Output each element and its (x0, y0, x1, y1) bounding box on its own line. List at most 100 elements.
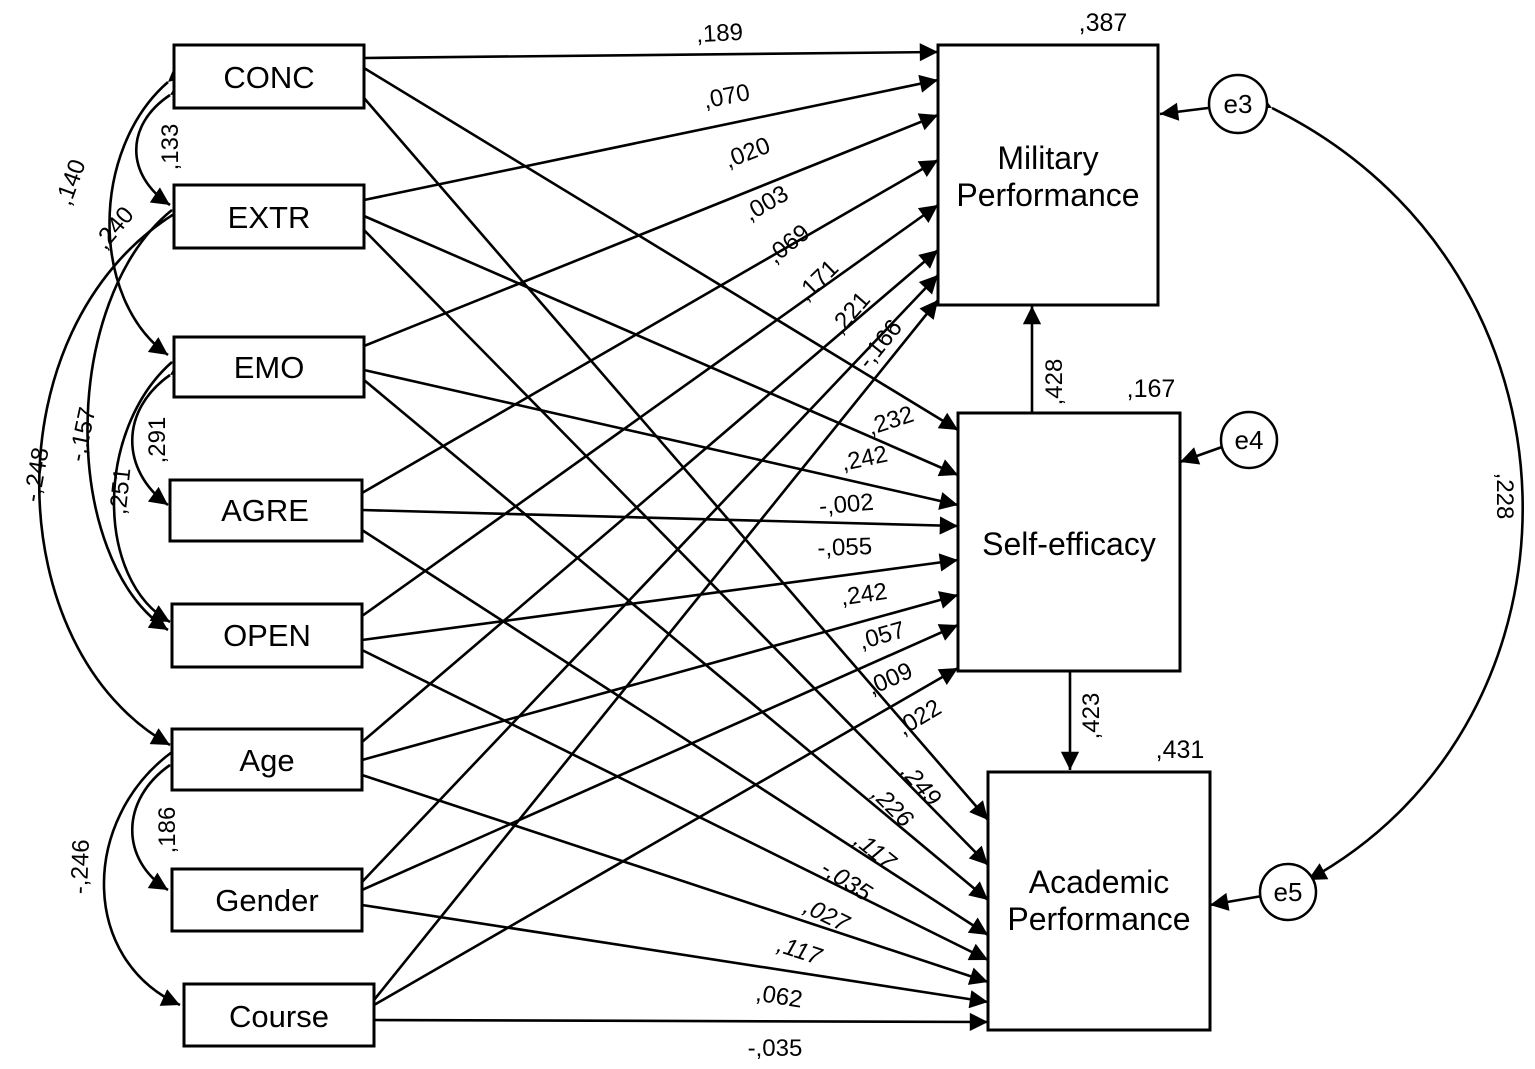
r2-military: ,387 (1079, 9, 1128, 37)
paths-to-academic (361, 97, 989, 1032)
coef-conc-se: ,232 (864, 401, 917, 441)
path-open-academic (361, 648, 989, 962)
path-extr-se (363, 214, 959, 477)
coef-open-se: ,242 (839, 578, 889, 611)
coef-emo-se: -,002 (818, 489, 875, 521)
path-e4-selfefficacy (1179, 445, 1223, 465)
node-military-label-2: Performance (956, 177, 1139, 213)
path-open-military (361, 203, 939, 618)
path-course-military (372, 299, 940, 1001)
coef-emo-academic: ,117 (849, 827, 902, 877)
corr-e3-e5-label: ,228 (1491, 473, 1518, 520)
node-open-label: OPEN (223, 618, 311, 653)
coef-open-academic: ,027 (799, 893, 854, 938)
path-course-se (373, 666, 959, 1007)
correlation-curves (37, 63, 1524, 1007)
coef-extr-se: ,242 (839, 441, 890, 477)
node-gender: Gender (170, 867, 364, 933)
node-age: Age (170, 727, 364, 792)
path-age-academic (361, 773, 989, 985)
path-gender-academic (361, 903, 989, 1009)
node-selfefficacy-label: Self-efficacy (982, 526, 1156, 562)
path-conc-se (363, 66, 959, 432)
corr-age-course-label: -,246 (66, 839, 95, 895)
corr-extr-age (37, 196, 195, 747)
node-course: Course (182, 982, 376, 1048)
coef-gender-academic: ,062 (754, 980, 804, 1014)
coef-agre-military: ,003 (739, 180, 793, 227)
path-agre-se (361, 508, 959, 535)
error-e5: e5 (1258, 862, 1318, 922)
coef-extr-military: ,070 (701, 79, 752, 114)
path-open-se (361, 553, 959, 642)
coef-se-military: ,428 (1041, 359, 1068, 406)
node-conc: CONC (172, 43, 366, 110)
r2-academic: ,431 (1156, 736, 1205, 764)
node-course-label: Course (229, 999, 329, 1034)
path-course-academic (373, 1012, 989, 1032)
node-extr-label: EXTR (228, 200, 311, 235)
corr-emo-agre-label: ,291 (144, 417, 171, 464)
coef-agre-se: -,055 (817, 533, 873, 562)
corr-conc-emo-label: ,140 (50, 156, 91, 209)
coef-emo-military: ,020 (721, 132, 774, 174)
paths-to-military (361, 43, 940, 1001)
corr-conc-extr-label: ,133 (157, 124, 184, 171)
path-agre-military (361, 158, 939, 495)
coef-gender-military: ,221 (825, 287, 876, 340)
node-selfefficacy: Self-efficacy (956, 411, 1182, 673)
corr-age-gender-label: ,186 (154, 807, 181, 854)
node-agre: AGRE (168, 478, 364, 543)
node-emo-label: EMO (234, 350, 305, 385)
path-e5-academic (1209, 892, 1263, 911)
coef-course-academic: -,035 (748, 1035, 803, 1062)
corr-extr-open (86, 191, 192, 632)
node-academic: Academic Performance (986, 770, 1212, 1032)
coef-conc-military: ,189 (696, 19, 744, 48)
corr-age-gender (130, 747, 191, 892)
path-e3-military (1159, 102, 1209, 121)
corr-extr-agre-label: -,157 (64, 405, 102, 464)
r2-selfefficacy: ,167 (1127, 375, 1176, 403)
corr-conc-emo (108, 63, 188, 357)
node-academic-label-2: Performance (1007, 901, 1190, 937)
node-age-label: Age (239, 743, 294, 778)
node-military: Military Performance (936, 43, 1160, 307)
corr-extr-age-label: -,248 (19, 445, 55, 504)
path-emo-military (363, 113, 939, 348)
error-e4-label: e4 (1235, 425, 1264, 455)
node-extr: EXTR (172, 183, 366, 250)
node-military-label-1: Military (997, 140, 1098, 176)
corr-emo-open (112, 343, 192, 624)
path-extr-academic (363, 229, 989, 866)
corr-emo-open-label: ,251 (105, 467, 137, 516)
node-academic-label-1: Academic (1029, 864, 1170, 900)
coefs-to-academic: ,249 ,226 ,117 -,035 ,027 ,117 ,062 -,03… (748, 759, 947, 1062)
node-emo: EMO (172, 335, 366, 399)
node-conc-label: CONC (223, 60, 314, 95)
error-e4: e4 (1219, 410, 1279, 470)
path-gender-military (361, 274, 939, 883)
path-emo-se (363, 368, 959, 510)
error-e5-label: e5 (1274, 877, 1303, 907)
node-open: OPEN (170, 602, 364, 669)
corr-age-course (102, 733, 193, 1007)
coef-age-military: ,171 (792, 255, 844, 307)
coef-se-academic: ,423 (1078, 693, 1105, 740)
path-agre-academic (361, 528, 989, 937)
path-age-military (361, 249, 939, 743)
error-e3-label: e3 (1224, 89, 1253, 119)
error-e3: e3 (1207, 73, 1269, 135)
path-emo-academic (363, 379, 989, 901)
coef-course-military: -,166 (852, 315, 907, 375)
node-gender-label: Gender (215, 883, 318, 918)
path-extr-military (363, 74, 939, 202)
node-agre-label: AGRE (221, 493, 309, 528)
corr-e3-e5 (1251, 91, 1524, 882)
coef-open-military: ,069 (762, 219, 815, 269)
coef-age-academic: ,117 (774, 931, 827, 971)
path-conc-military (363, 43, 939, 62)
path-conc-academic (363, 97, 989, 821)
predictor-nodes: CONC EXTR EMO AGRE OPEN Age Gender Cour (168, 43, 376, 1048)
